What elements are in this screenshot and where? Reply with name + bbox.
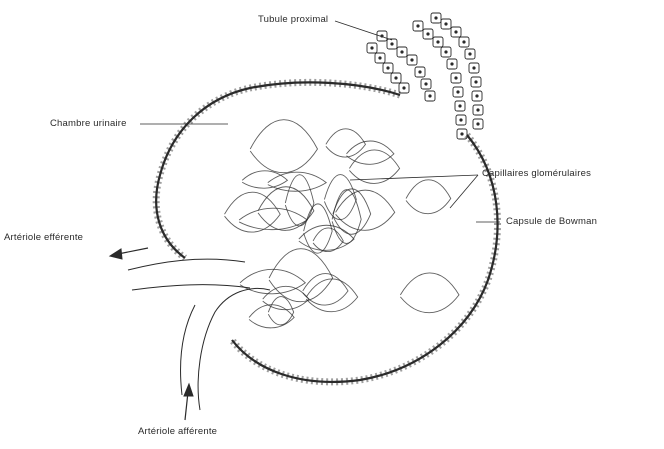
efferent-arteriole <box>128 259 245 270</box>
cell-nucleus <box>474 80 477 83</box>
cell-nucleus <box>444 22 447 25</box>
cell-nucleus <box>428 94 431 97</box>
label-capsule-de-bowman: Capsule de Bowman <box>506 216 597 227</box>
capillary-loop <box>406 180 451 214</box>
flow-arrows <box>110 248 193 420</box>
cell-nucleus <box>434 16 437 19</box>
cell-nucleus <box>444 50 447 53</box>
cell-nucleus <box>460 132 463 135</box>
cell-nucleus <box>472 66 475 69</box>
capillary-loop <box>242 171 287 188</box>
label-arteriole-efferente: Artériole efférente <box>4 232 83 243</box>
capillary-loop <box>285 175 314 226</box>
proximal-tubule <box>367 13 483 139</box>
capillary-loop <box>346 141 393 164</box>
label-tubule-proximal: Tubule proximal <box>258 14 328 25</box>
cell-nucleus <box>402 86 405 89</box>
cell-nucleus <box>424 82 427 85</box>
cell-nucleus <box>378 56 381 59</box>
capillary-loop <box>249 305 294 328</box>
cell-nucleus <box>476 122 479 125</box>
cell-nucleus <box>410 58 413 61</box>
capillary-loop <box>306 279 357 312</box>
cell-nucleus <box>416 24 419 27</box>
cell-nucleus <box>390 42 393 45</box>
cell-nucleus <box>436 40 439 43</box>
cell-nucleus <box>459 118 462 121</box>
cell-nucleus <box>400 50 403 53</box>
cell-nucleus <box>386 66 389 69</box>
afferent-arteriole <box>198 288 270 410</box>
cell-nucleus <box>450 62 453 65</box>
cell-nucleus <box>454 30 457 33</box>
label-arteriole-afferente: Artériole afférente <box>138 426 217 437</box>
capillary-loop <box>239 208 307 229</box>
afferent-arrow-icon <box>184 384 193 396</box>
cell-nucleus <box>458 104 461 107</box>
efferent-arrow-icon <box>110 249 122 259</box>
cell-nucleus <box>462 40 465 43</box>
capillary-loop <box>400 273 459 313</box>
cell-nucleus <box>370 46 373 49</box>
cell-nucleus <box>418 70 421 73</box>
cell-nucleus <box>468 52 471 55</box>
cell-nucleus <box>426 32 429 35</box>
label-chambre-urinaire: Chambre urinaire <box>50 118 127 129</box>
cell-nucleus <box>476 108 479 111</box>
capillary-loop <box>304 204 333 253</box>
label-capillaires-glomerulaires: Capillaires glomérulaires <box>482 168 591 179</box>
cell-nucleus <box>454 76 457 79</box>
glomerular-capillary-tuft <box>225 120 459 328</box>
arterioles <box>128 259 270 410</box>
capillary-loop <box>250 120 317 173</box>
cell-nucleus <box>394 76 397 79</box>
cell-nucleus <box>475 94 478 97</box>
bowman-capsule-wall <box>156 82 497 382</box>
cell-nucleus <box>456 90 459 93</box>
